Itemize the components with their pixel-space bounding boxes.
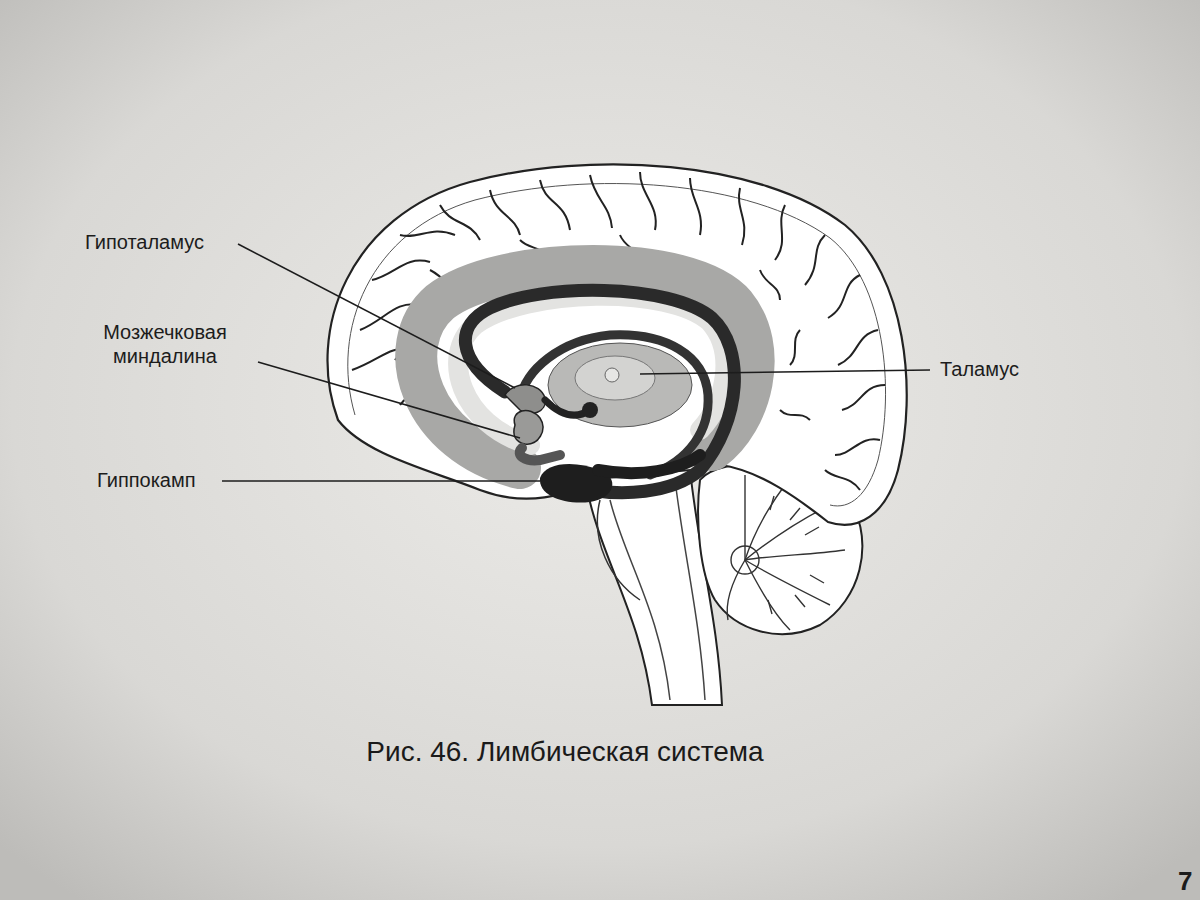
gyri — [352, 172, 885, 490]
hypothalamus — [505, 385, 545, 414]
thalamus-core — [605, 368, 619, 382]
leader-line — [222, 480, 540, 482]
part-label: Мозжечковая миндалина — [80, 320, 250, 368]
corpus-callosum — [458, 296, 725, 445]
uncus — [520, 448, 560, 460]
pons-line — [597, 500, 640, 600]
page-number: 7 — [1178, 866, 1196, 897]
leader-line — [640, 370, 930, 374]
stria-terminalis — [520, 335, 708, 475]
leader-line — [258, 362, 520, 438]
cortex-inner-line — [348, 184, 886, 506]
fornix — [465, 290, 734, 492]
part-label: Таламус — [940, 357, 1060, 381]
cerebrum-outline — [328, 164, 907, 524]
part-label: Гиппокамп — [97, 468, 217, 492]
thalamus-inner — [575, 356, 655, 400]
leader-lines — [222, 244, 930, 481]
mammillary-body — [582, 402, 598, 418]
hippocampus-tail — [598, 455, 700, 473]
figure-caption: Рис. 46. Лимбическая система — [0, 736, 1130, 768]
brain-stem-lines — [610, 480, 705, 700]
amygdala — [514, 411, 543, 445]
part-label: Гипоталамус — [85, 230, 235, 254]
leader-line — [238, 244, 515, 388]
